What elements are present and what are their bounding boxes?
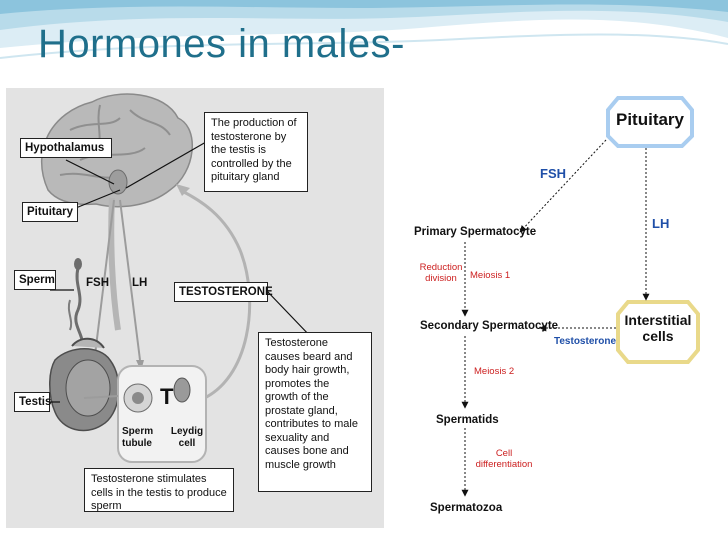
spermatids-node: Spermatids xyxy=(436,414,499,426)
pituitary-label: Pituitary xyxy=(22,202,78,222)
pituitary-node: Pituitary xyxy=(615,110,685,129)
lh-label: LH xyxy=(132,277,148,289)
primary-spermatocyte: Primary Spermatocyte xyxy=(414,226,537,238)
interstitial-box xyxy=(616,300,700,364)
pituitary-box xyxy=(606,96,694,148)
testis-illustration xyxy=(49,337,120,432)
pituitary-control-note: The production of testosterone by the te… xyxy=(204,112,308,192)
testosterone-symbol: T xyxy=(160,384,174,409)
testosterone-node-label: Testosterone xyxy=(554,336,617,347)
sperm-tubule-label: Sperm tubule xyxy=(122,426,154,449)
fsh-label: FSH xyxy=(86,277,109,289)
testosterone-label: TESTOSTERONE xyxy=(174,282,273,302)
interstitial-cells-node: Interstitial cells xyxy=(624,312,692,344)
spermatozoa-node: Spermatozoa xyxy=(430,502,503,514)
testis-label: Testis xyxy=(14,392,51,412)
stimulates-sperm-note: Testosterone stimulates cells in the tes… xyxy=(84,468,234,512)
reduction-division-label: Reduction division xyxy=(419,262,463,284)
lh-node-label: LH xyxy=(652,216,670,231)
leydig-cell-label: Leydig cell xyxy=(170,426,204,449)
hypothalamus-label: Hypothalamus xyxy=(20,138,112,158)
cell-differentiation-label: Cell differentiation xyxy=(475,448,533,470)
secondary-spermatocyte: Secondary Spermatocyte xyxy=(420,320,559,332)
meiosis-2-label: Meiosis 2 xyxy=(474,366,515,377)
brain-illustration xyxy=(40,93,193,208)
slide-title: Hormones in males- xyxy=(38,22,405,66)
header-wave-banner xyxy=(0,0,728,59)
fsh-node-label: FSH xyxy=(540,166,566,181)
testosterone-effects-note: Testosterone causes beard and body hair … xyxy=(258,332,372,492)
sperm-label: Sperm xyxy=(14,270,56,290)
meiosis-1-label: Meiosis 1 xyxy=(470,270,511,281)
